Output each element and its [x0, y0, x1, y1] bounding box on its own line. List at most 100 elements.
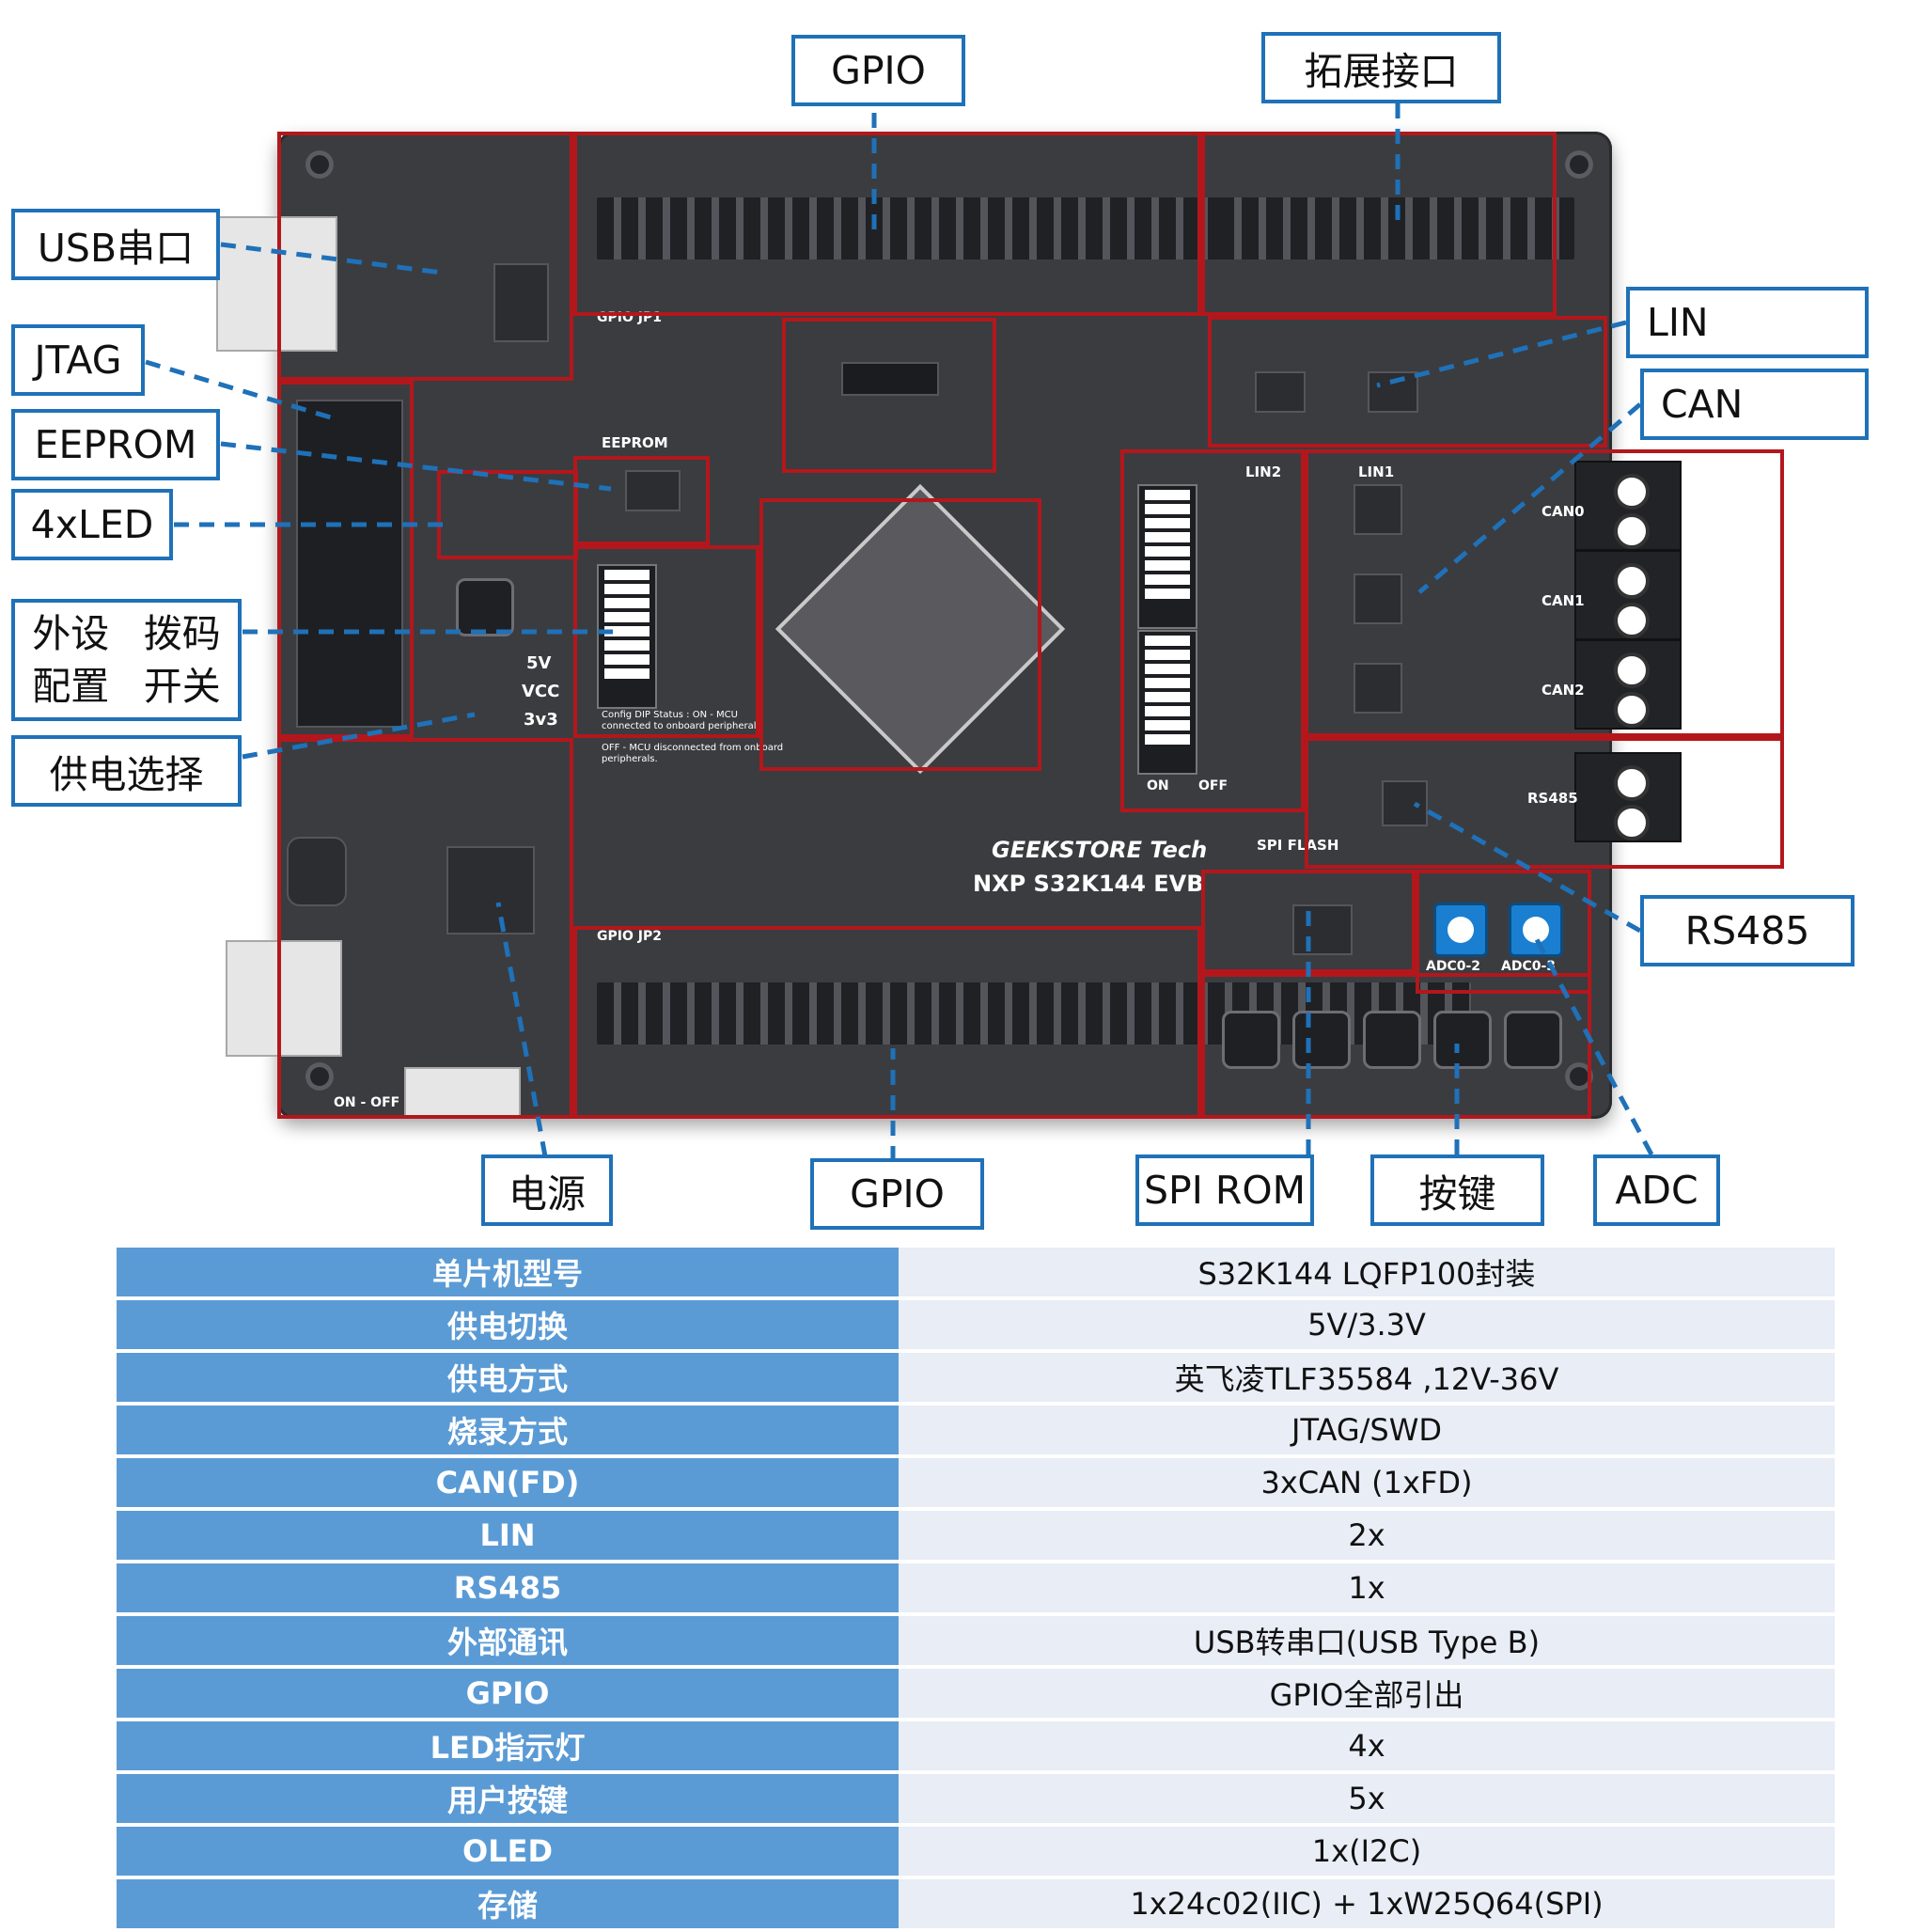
- spec-value: USB转串口(USB Type B): [899, 1616, 1835, 1665]
- spec-value: 5x: [899, 1774, 1835, 1823]
- callout-gpio-bottom: GPIO: [810, 1158, 984, 1230]
- board-brand: GEEKSTORE Tech: [992, 837, 1208, 863]
- user-key-1: [1222, 1011, 1280, 1069]
- callout-adc: ADC: [1593, 1154, 1720, 1226]
- spec-value: GPIO全部引出: [899, 1669, 1835, 1718]
- usb-uart-chip: [493, 263, 549, 342]
- spec-key: LED指示灯: [117, 1721, 899, 1770]
- dc-jack: [226, 940, 342, 1057]
- spec-key: LIN: [117, 1511, 899, 1560]
- callout-dip-switch: 外设配置 拨码开关: [11, 599, 242, 721]
- board-model: NXP S32K144 EVB: [973, 871, 1204, 897]
- callout-power: 电源: [481, 1154, 613, 1226]
- silk-3v3: 3v3: [524, 710, 558, 730]
- spec-key: OLED: [117, 1827, 899, 1876]
- can1-transceiver: [1354, 573, 1402, 624]
- silk-eeprom: EEPROM: [602, 434, 668, 451]
- callout-4xled: 4xLED: [11, 489, 173, 560]
- silk-config-off: OFF - MCU disconnected from onboard peri…: [602, 743, 784, 764]
- region-4xled: [437, 470, 578, 559]
- user-key-3: [1363, 1011, 1421, 1069]
- region-gpio-top: [573, 132, 1201, 316]
- spec-value: 5V/3.3V: [899, 1300, 1835, 1349]
- silk-off: OFF: [1198, 778, 1229, 793]
- silk-lin1: LIN1: [1358, 463, 1395, 480]
- spec-value: 3xCAN (1xFD): [899, 1458, 1835, 1507]
- screw-top-left: [305, 150, 334, 179]
- spec-key: 外部通讯: [117, 1616, 899, 1665]
- spec-value: 1x24c02(IIC) + 1xW25Q64(SPI): [899, 1879, 1835, 1928]
- silk-5v: 5V: [526, 653, 552, 673]
- callout-power-select: 供电选择: [11, 735, 242, 807]
- callout-ext-port: 拓展接口: [1261, 32, 1501, 103]
- silk-config: Config DIP Status : ON - MCU connected t…: [602, 710, 764, 731]
- region-oled: [782, 318, 996, 473]
- region-lin: [1208, 316, 1607, 448]
- reset-key: [456, 578, 514, 636]
- region-gpio-bottom: [573, 926, 1201, 1119]
- spec-value: 2x: [899, 1511, 1835, 1560]
- region-peripheral-dip: [1120, 449, 1305, 812]
- callout-gpio-top: GPIO: [791, 35, 965, 106]
- region-keys: [1201, 973, 1591, 1119]
- silk-adc2: ADC0-2: [1426, 959, 1481, 974]
- spec-row: CAN(FD)3xCAN (1xFD): [117, 1458, 1835, 1507]
- region-eeprom: [573, 456, 710, 545]
- spec-value: 1x(I2C): [899, 1827, 1835, 1876]
- silk-lin2: LIN2: [1245, 463, 1282, 480]
- spec-value: 英飞凌TLF35584 ,12V-36V: [899, 1353, 1835, 1402]
- spec-key: 用户按键: [117, 1774, 899, 1823]
- lin1-transceiver: [1255, 371, 1306, 413]
- usb-b-port: [216, 216, 337, 352]
- screw-bottom-left: [305, 1062, 334, 1091]
- region-rs485: [1305, 737, 1784, 869]
- spec-row: 供电方式英飞凌TLF35584 ,12V-36V: [117, 1353, 1835, 1402]
- silk-gpio-jp2: GPIO JP2: [597, 929, 662, 944]
- dip-switch-sw2: [1137, 630, 1197, 775]
- callout-lin: LIN: [1626, 287, 1869, 358]
- silk-vcc: VCC: [522, 682, 560, 701]
- spec-key: 供电方式: [117, 1353, 899, 1402]
- dip-switch-sw3: [1137, 484, 1197, 629]
- region-can: [1305, 449, 1784, 737]
- callout-keys: 按键: [1370, 1154, 1544, 1226]
- silk-on: ON: [1147, 778, 1169, 793]
- callout-can: CAN: [1640, 369, 1869, 440]
- spec-key: CAN(FD): [117, 1458, 899, 1507]
- callout-eeprom: EEPROM: [11, 409, 220, 480]
- region-mcu: [759, 498, 1041, 771]
- user-key-4: [1433, 1011, 1492, 1069]
- spec-value: S32K144 LQFP100封装: [899, 1248, 1835, 1296]
- spec-key: 供电切换: [117, 1300, 899, 1349]
- silk-can1: CAN1: [1542, 592, 1585, 609]
- spec-value: 4x: [899, 1721, 1835, 1770]
- callout-rs485: RS485: [1640, 895, 1855, 966]
- spec-key: GPIO: [117, 1669, 899, 1718]
- inductor: [287, 837, 347, 906]
- can0-transceiver: [1354, 484, 1402, 535]
- spec-key: 烧录方式: [117, 1406, 899, 1454]
- callout-dip-line2: 拨码开关: [143, 611, 221, 709]
- silk-spi-flash: SPI FLASH: [1257, 837, 1339, 854]
- can2-terminal: [1574, 639, 1682, 730]
- silk-onoff: ON - OFF: [334, 1095, 400, 1110]
- spec-key: 单片机型号: [117, 1248, 899, 1296]
- spec-key: 存储: [117, 1879, 899, 1928]
- region-dip-config: [573, 545, 759, 738]
- user-key-2: [1292, 1011, 1351, 1069]
- callout-usb-serial: USB串口: [11, 209, 220, 280]
- can2-transceiver: [1354, 663, 1402, 714]
- silk-can2: CAN2: [1542, 682, 1585, 699]
- region-power: [277, 738, 573, 1119]
